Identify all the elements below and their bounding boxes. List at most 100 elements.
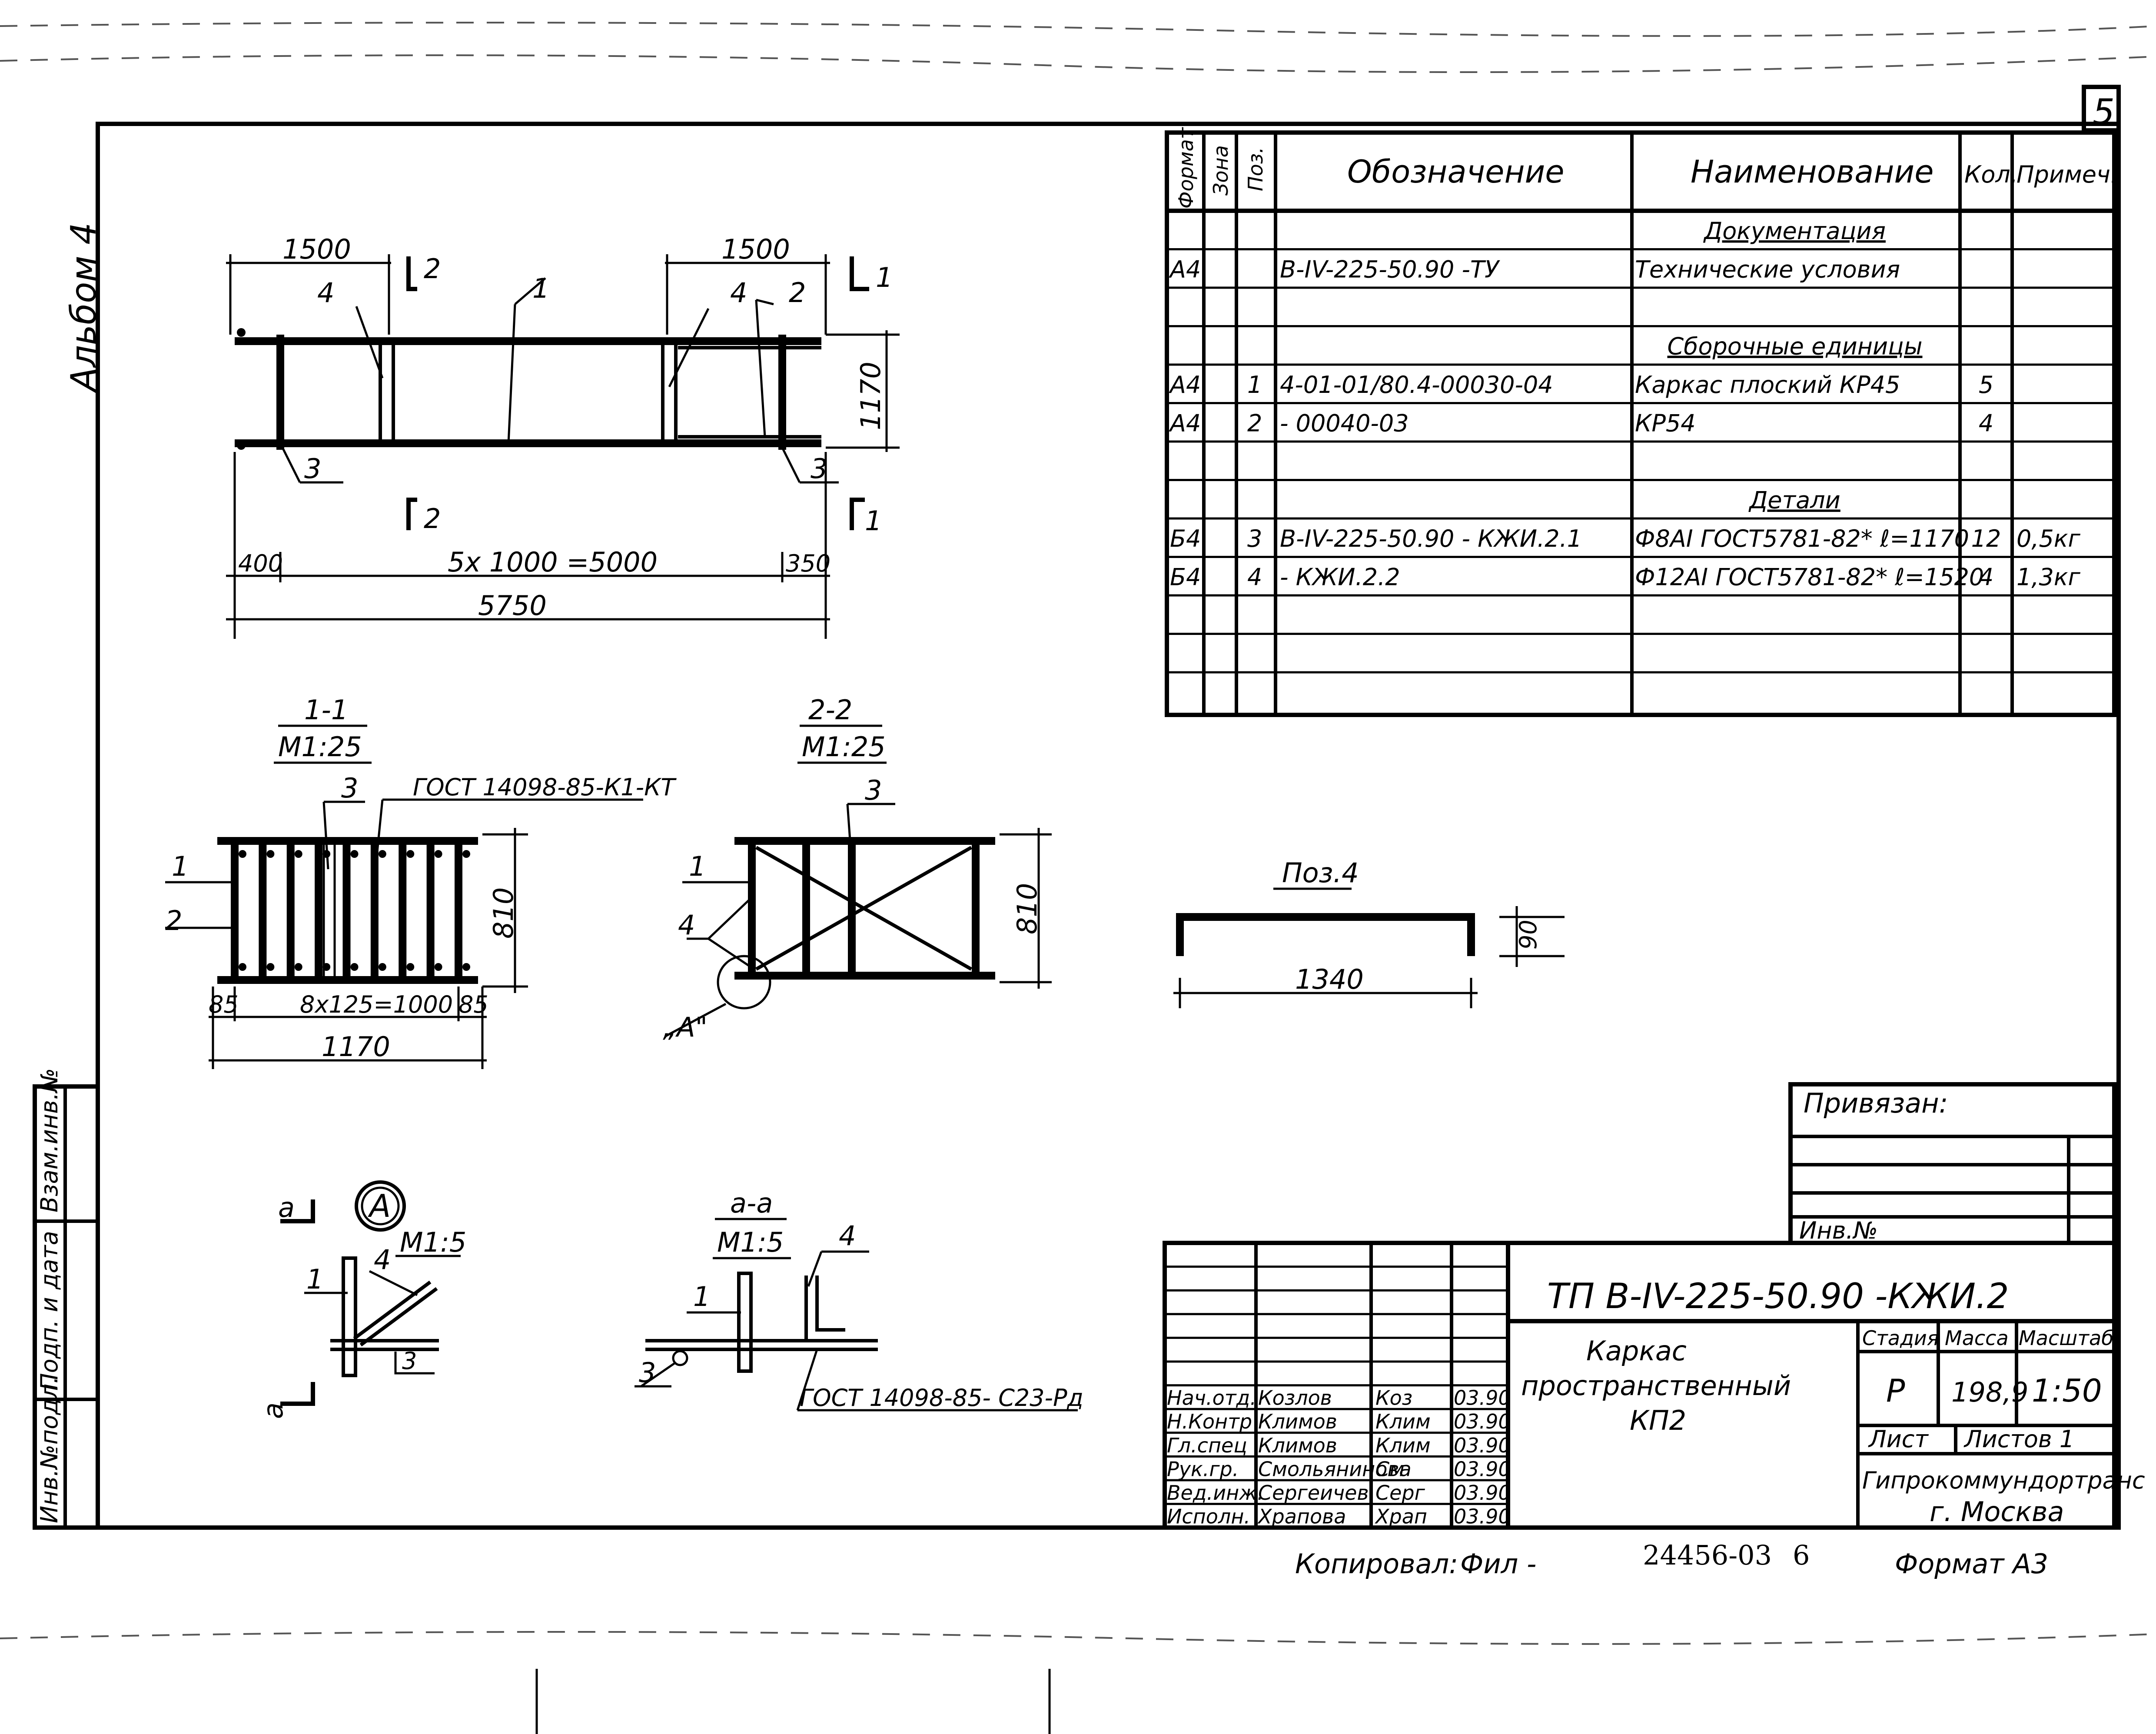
plan-cut-1-bottom: 1: [865, 505, 882, 537]
spec-cell-pos: 2: [1247, 410, 1262, 437]
section-11-gost: ГОСТ 14098-85-К1-КТ: [413, 774, 677, 801]
spec-cell-designation: В-IV-225-50.90 - КЖИ.2.1: [1280, 525, 1582, 552]
spec-cell-qty: 4: [1979, 410, 1993, 437]
spec-header-zone: Зона: [1209, 145, 1232, 196]
spec-cell-qty: 4: [1979, 564, 1993, 591]
section-aa-title: а-а: [730, 1187, 773, 1219]
spec-header-qty: Кол.: [1964, 161, 2018, 188]
plan-label-4-left: 4: [317, 277, 334, 309]
signature-role: Исполн.: [1167, 1505, 1250, 1528]
title-mass-value: 198,9: [1951, 1376, 2029, 1408]
binding-title: Привязан:: [1804, 1087, 1948, 1119]
section-11-dim-85-right: 85: [458, 991, 488, 1018]
pos4-dim-length: 1340: [1295, 963, 1364, 995]
title-sheet-label: Лист: [1868, 1425, 1929, 1453]
spec-cell-designation: 4-01-01/80.4-00030-04: [1280, 371, 1553, 399]
section-22-scale: М1:25: [802, 731, 886, 763]
detail-a-cut-bottom: а: [257, 1402, 289, 1419]
section-11-dim-total: 1170: [322, 1031, 390, 1063]
signature-row: Гл.спец Климов Клим 03.90: [1167, 1434, 1511, 1457]
plan-label-2: 2: [789, 277, 806, 309]
spec-cell-name: КР54: [1635, 410, 1696, 437]
plan-dim-400: 400: [238, 550, 283, 577]
signature-date: 03.90: [1454, 1410, 1511, 1433]
signature-mark: Клим: [1375, 1434, 1431, 1457]
archive-sub: 6: [1793, 1539, 1810, 1571]
section-11-scale: М1:25: [278, 731, 362, 763]
signature-date: 03.90: [1454, 1505, 1511, 1528]
title-org-line2: г. Москва: [1930, 1496, 2064, 1528]
spec-header-pos: Поз.: [1244, 147, 1267, 191]
detail-a-label-4: 4: [374, 1244, 391, 1276]
spec-cell-note: 0,5кг: [2016, 525, 2080, 552]
spec-cell-name: Документация: [1703, 217, 1886, 245]
spec-header-format: Формат: [1174, 127, 1198, 209]
section-2-2: 2-2 М1:25 810 1 3 4 „А": [663, 694, 1052, 1043]
signature-mark: См: [1375, 1457, 1405, 1481]
section-22-label-1: 1: [689, 850, 706, 882]
plan-dim-350: 350: [786, 550, 831, 577]
bottom-scan-edge: [0, 1631, 2156, 1645]
section-11-dim-height: 810: [488, 887, 519, 939]
section-aa-label-1: 1: [693, 1281, 710, 1312]
spec-cell-designation: - КЖИ.2.2: [1280, 564, 1400, 591]
title-name-line2: пространственный: [1521, 1370, 1791, 1402]
binding-box: Привязан: Инв.№: [1788, 1082, 2116, 1245]
section-11-label-2: 2: [165, 905, 182, 937]
spec-cell-designation: В-IV-225-50.90 -ТУ: [1280, 256, 1500, 283]
signature-role: Нач.отд.: [1167, 1386, 1256, 1410]
plan-label-3-right: 3: [811, 453, 827, 485]
signature-date: 03.90: [1454, 1434, 1511, 1457]
signature-role: Н.Контр: [1167, 1410, 1252, 1433]
section-aa-label-3: 3: [639, 1357, 656, 1389]
strip-label-inv-replace: Взам.инв.№: [36, 1068, 63, 1212]
title-scale-value: 1:50: [2032, 1372, 2102, 1409]
copied-by-sign: Фил -: [1460, 1548, 1536, 1580]
title-stage-label: Стадия: [1862, 1326, 1939, 1350]
spec-cell-format: А4: [1169, 371, 1201, 399]
signature-name: Смольянинова: [1258, 1457, 1412, 1481]
spec-cell-format: А4: [1169, 410, 1201, 437]
spec-row: Сборочные единицы: [1667, 333, 1922, 360]
title-code: ТП В-IV-225-50.90 -КЖИ.2: [1547, 1276, 2009, 1316]
pos4-detail: Поз.4 1340 90: [1173, 857, 1565, 1008]
signature-mark: Коз: [1375, 1386, 1412, 1410]
copied-by-label: Копировал:: [1295, 1548, 1458, 1580]
plan-post-left: [379, 339, 395, 445]
spec-cell-format: Б4: [1170, 525, 1201, 552]
spec-cell-name: Ф12АI ГОСТ5781-82* ℓ=1520: [1635, 564, 1984, 591]
left-stamp-strip: Взам.инв.№ Подп. и дата Инв.№подл.: [33, 1068, 100, 1530]
spec-cell-name: Детали: [1748, 487, 1840, 514]
signature-mark: Храп: [1375, 1505, 1427, 1528]
spec-cell-pos: 4: [1247, 564, 1262, 591]
section-11-title: 1-1: [304, 694, 348, 726]
detail-a-scale: М1:5: [400, 1226, 466, 1258]
section-22-title: 2-2: [808, 694, 852, 726]
detail-a-callout-circle: [717, 955, 771, 1010]
spec-row: Документация: [1703, 217, 1886, 245]
signature-role: Гл.спец: [1167, 1434, 1247, 1457]
title-name-line3: КП2: [1630, 1405, 1686, 1436]
signature-name: Сергеичев: [1258, 1481, 1369, 1505]
section-11-label-3: 3: [341, 772, 358, 804]
pos4-title: Поз.4: [1282, 857, 1359, 889]
signature-name: Климов: [1258, 1434, 1337, 1457]
spec-header-note: Примеч.: [2016, 161, 2118, 188]
signature-date: 03.90: [1454, 1481, 1511, 1505]
section-aa-scale: М1:5: [717, 1226, 784, 1258]
section-11-label-1: 1: [172, 850, 189, 882]
section-11-dim-85-left: 85: [209, 991, 239, 1018]
plan-label-1: 1: [532, 272, 549, 304]
signature-role: Рук.гр.: [1167, 1457, 1239, 1481]
plan-post-right: [661, 339, 678, 445]
section-22-detail-ref: „А": [663, 1011, 708, 1043]
plan-dim-right: 1500: [721, 233, 790, 265]
plan-label-4-right: 4: [730, 277, 747, 309]
plan-dim-middle: 5x 1000 =5000: [448, 546, 658, 578]
plan-cut-2-top: 2: [424, 253, 441, 285]
signature-mark: Клим: [1375, 1410, 1431, 1433]
